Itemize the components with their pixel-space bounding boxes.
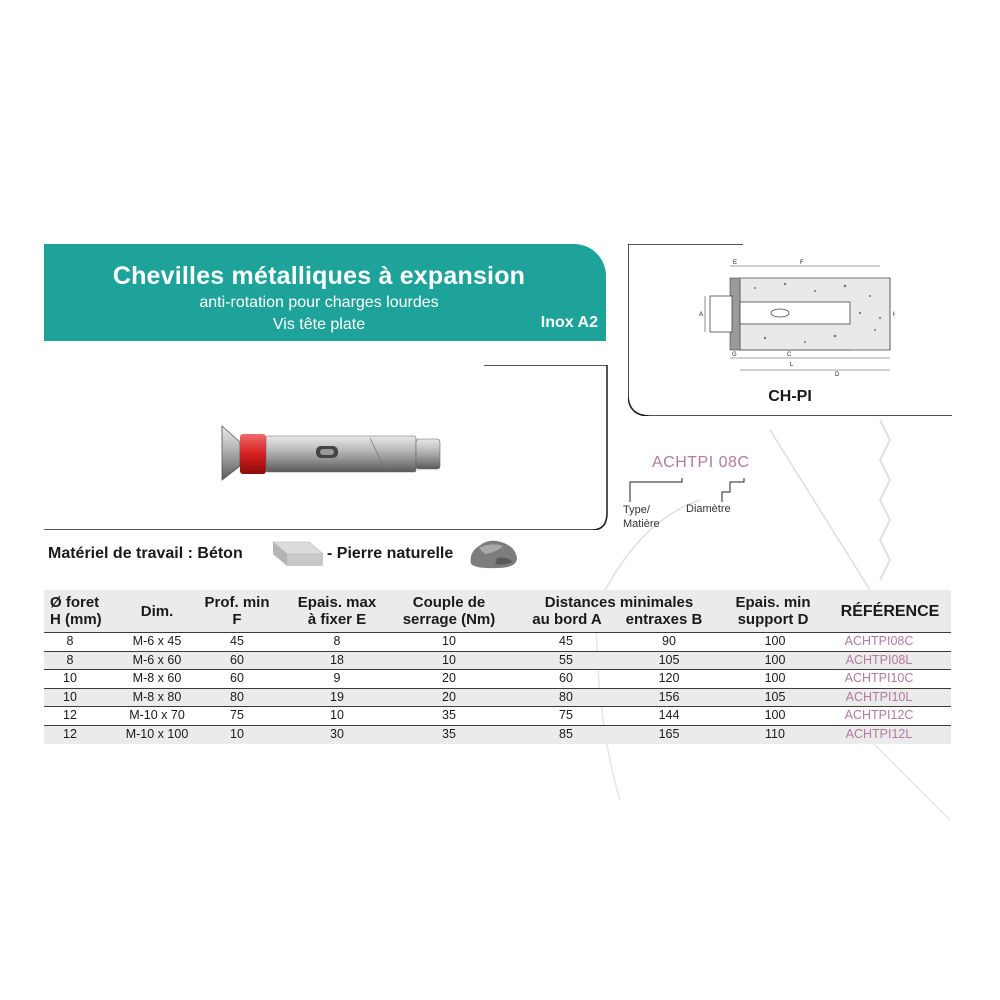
- cell-ref: ACHTPI08C: [844, 634, 914, 648]
- cell-b: 120: [658, 671, 680, 686]
- cell-epais: 18: [330, 652, 344, 667]
- header-distances: Distances minimales: [544, 594, 694, 611]
- cell-couple: 10: [442, 634, 456, 648]
- header-dim: Dim.: [140, 603, 174, 620]
- code-diameter-label: Diamètre: [686, 503, 731, 515]
- cell-b: 105: [658, 652, 680, 667]
- code-type-label: Type/ Matière: [623, 504, 660, 530]
- cell-couple: 20: [442, 671, 456, 686]
- header-reference: RÉFÉRENCE: [840, 603, 940, 620]
- cell-couple: 10: [442, 652, 456, 667]
- diagram-label-l: L: [790, 362, 794, 368]
- cell-epais: 19: [330, 689, 344, 704]
- concrete-block-image: [272, 541, 324, 566]
- cell-foret: 10: [63, 689, 77, 704]
- page-title: Chevilles métalliques à expansion: [112, 262, 526, 290]
- cell-prof: 60: [230, 652, 244, 667]
- cell-couple: 35: [442, 708, 456, 723]
- cell-dim: M-10 x 70: [129, 708, 185, 723]
- cell-d: 100: [764, 652, 786, 667]
- cell-ref: ACHTPI12L: [845, 726, 913, 741]
- table-row: 10 M-8 x 60 60 9 20 60 120 100 ACHTPI10C: [44, 669, 951, 688]
- cell-a: 80: [559, 689, 573, 704]
- cell-d: 100: [764, 708, 786, 723]
- cell-ref: ACHTPI12C: [844, 708, 914, 723]
- cell-ref: ACHTPI10C: [844, 671, 914, 686]
- cell-epais: 9: [333, 671, 341, 686]
- cell-epais: 30: [330, 726, 344, 741]
- cell-ref: ACHTPI10L: [845, 689, 913, 704]
- cell-b: 90: [662, 634, 676, 648]
- diagram-label-c: C: [787, 352, 792, 358]
- cell-dim: M-6 x 45: [132, 634, 182, 648]
- header-dist-b: entraxes B: [625, 611, 703, 628]
- cell-d: 100: [764, 634, 786, 648]
- header-support: Epais. min support D: [735, 594, 811, 628]
- cell-dim: M-6 x 60: [132, 652, 182, 667]
- cell-b: 165: [658, 726, 680, 741]
- header-band: Chevilles métalliques à expansion anti-r…: [44, 244, 606, 341]
- table-row: 8 M-6 x 60 60 18 10 55 105 100 ACHTPI08L: [44, 650, 951, 670]
- diagram-caption: CH-PI: [768, 388, 812, 405]
- cell-a: 45: [559, 634, 573, 648]
- cell-prof: 75: [230, 708, 244, 723]
- cell-foret: 12: [63, 708, 77, 723]
- cell-d: 110: [765, 726, 785, 741]
- table-row: 10 M-8 x 80 80 19 20 80 156 105 ACHTPI10L: [44, 687, 951, 707]
- cell-couple: 20: [442, 689, 456, 704]
- table-row: 8 M-6 x 45 45 8 10 45 90 100 ACHTPI08C: [44, 632, 951, 651]
- header-prof: Prof. min F: [204, 594, 270, 628]
- cell-a: 75: [559, 708, 573, 723]
- cell-prof: 60: [230, 671, 244, 686]
- page-subtitle-2: Vis tête plate: [272, 316, 366, 333]
- diagram-label-g: G: [732, 352, 737, 358]
- cell-ref: ACHTPI08L: [845, 652, 913, 667]
- header-foret: Ø foret H (mm): [50, 594, 102, 628]
- specifications-table: Ø foret H (mm) Dim. Prof. min F Epais. m…: [44, 590, 951, 744]
- page-subtitle: anti-rotation pour charges lourdes: [199, 294, 439, 311]
- table-row: 12 M-10 x 100 10 30 35 85 165 110 ACHTPI12L: [44, 724, 951, 744]
- work-material-stone-label: - Pierre naturelle: [327, 545, 454, 562]
- cell-prof: 10: [230, 726, 244, 741]
- header-dist-a: au bord A: [532, 611, 602, 628]
- cell-prof: 45: [230, 634, 244, 648]
- diagram-label-f: F: [800, 260, 804, 266]
- cell-d: 105: [764, 689, 786, 704]
- cell-a: 55: [559, 652, 573, 667]
- technical-diagram: E F A H C G L D: [699, 260, 895, 378]
- reference-code-brackets: [629, 478, 745, 502]
- cell-dim: M-8 x 80: [132, 689, 182, 704]
- header-epais: Epais. max à fixer E: [297, 594, 377, 628]
- cell-foret: 8: [66, 634, 74, 648]
- cell-b: 144: [658, 708, 680, 723]
- cell-foret: 8: [66, 652, 74, 667]
- diagram-label-e: E: [733, 260, 737, 266]
- cell-epais: 10: [330, 708, 344, 723]
- material-badge: Inox A2: [540, 314, 598, 331]
- anchor-bolt-image: [221, 425, 441, 481]
- diagram-frame: [628, 244, 952, 416]
- header-couple: Couple de serrage (Nm): [402, 594, 496, 628]
- work-material-label: Matériel de travail : Béton: [48, 545, 243, 562]
- diagram-label-d: D: [835, 372, 840, 378]
- natural-stone-image: [470, 540, 517, 569]
- cell-d: 100: [764, 671, 786, 686]
- table-row: 12 M-10 x 70 75 10 35 75 144 100 ACHTPI12C: [44, 706, 951, 725]
- cell-a: 60: [559, 671, 573, 686]
- cell-foret: 10: [63, 671, 77, 686]
- cell-dim: M-10 x 100: [125, 726, 189, 741]
- cell-couple: 35: [442, 726, 456, 741]
- diagram-label-h: H: [893, 312, 895, 318]
- cell-epais: 8: [333, 634, 341, 648]
- cell-foret: 12: [63, 726, 77, 741]
- table-header: Ø foret H (mm) Dim. Prof. min F Epais. m…: [44, 590, 951, 632]
- cell-dim: M-8 x 60: [132, 671, 182, 686]
- reference-code-example: ACHTPI 08C: [652, 454, 750, 471]
- cell-a: 85: [559, 726, 573, 741]
- cell-prof: 80: [230, 689, 244, 704]
- diagram-label-a: A: [699, 312, 703, 318]
- cell-b: 156: [658, 689, 680, 704]
